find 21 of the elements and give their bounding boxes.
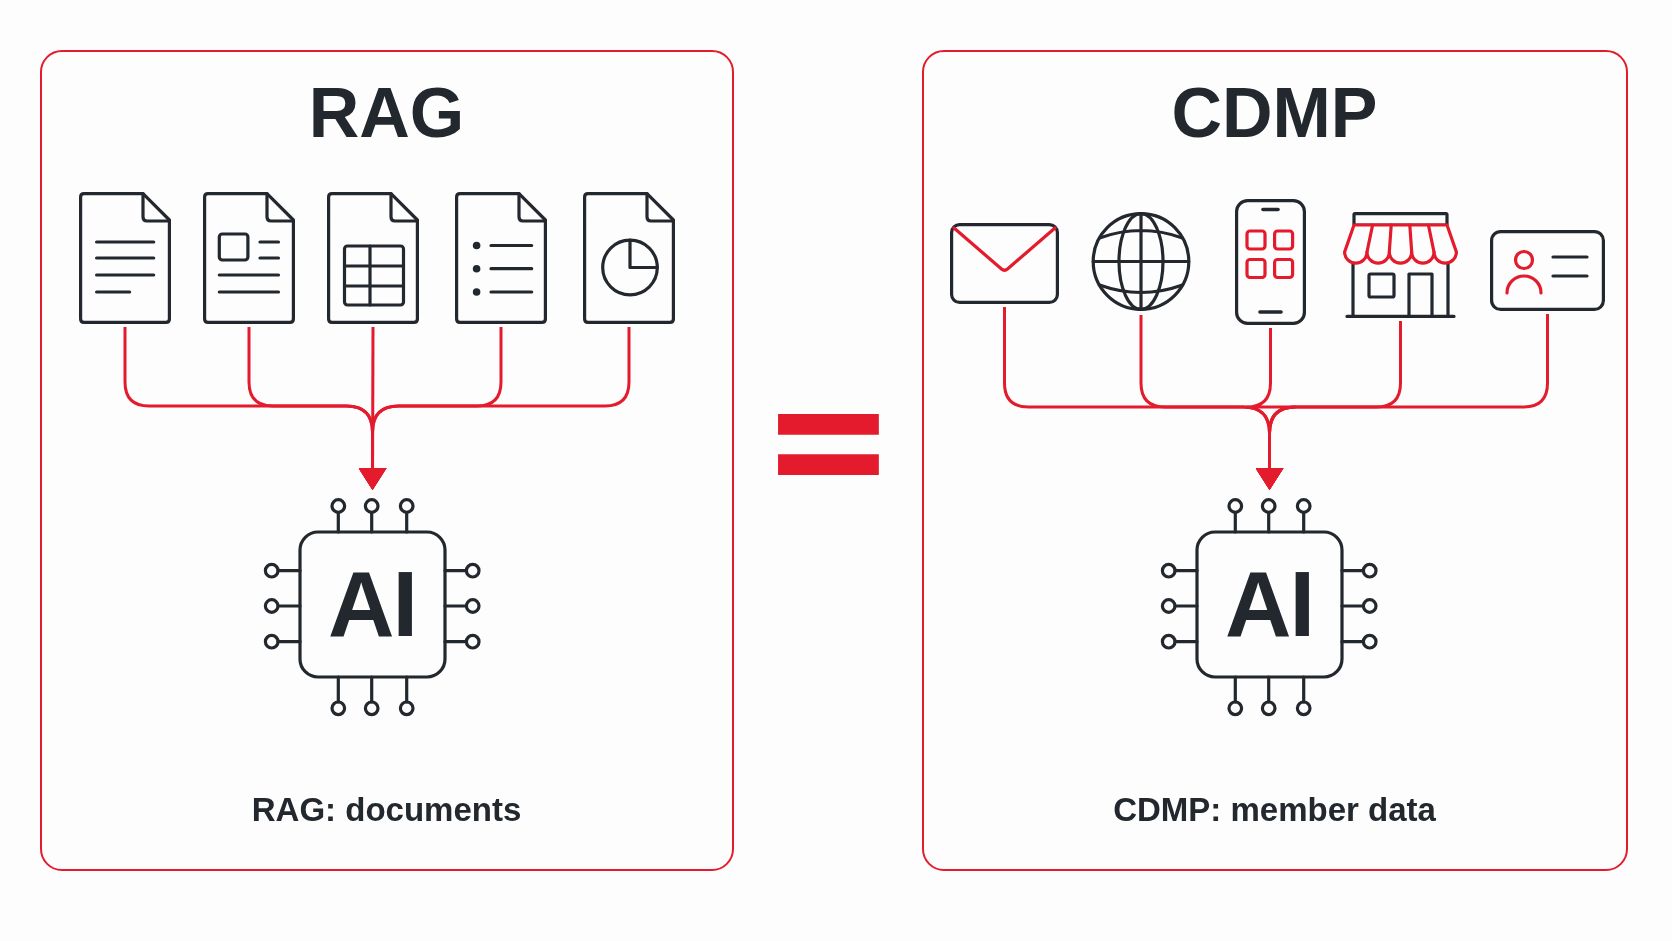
panel-title: RAG [308,78,465,148]
panel [40,50,734,871]
smartphone-icon [1234,198,1306,325]
list-document-icon [454,191,547,324]
table-document-icon [326,191,419,324]
equals-sign: = [761,348,896,529]
pie-chart-document-icon [582,191,675,324]
chip-label: AI [328,558,416,650]
envelope-icon [949,222,1059,304]
text-document-icon [78,191,171,324]
connector-arrow [358,327,631,490]
id-card-icon [1489,229,1605,311]
panel-caption: CDMP: member data [1113,793,1436,826]
chip-label: AI [1225,558,1313,650]
panel-title: CDMP [1171,78,1378,148]
panel-caption: RAG: documents [251,793,522,826]
connector-arrow [1255,314,1549,490]
storefront-icon [1342,211,1458,318]
panel [922,50,1628,871]
document-with-image-icon [202,191,295,324]
globe-icon [1090,210,1191,312]
